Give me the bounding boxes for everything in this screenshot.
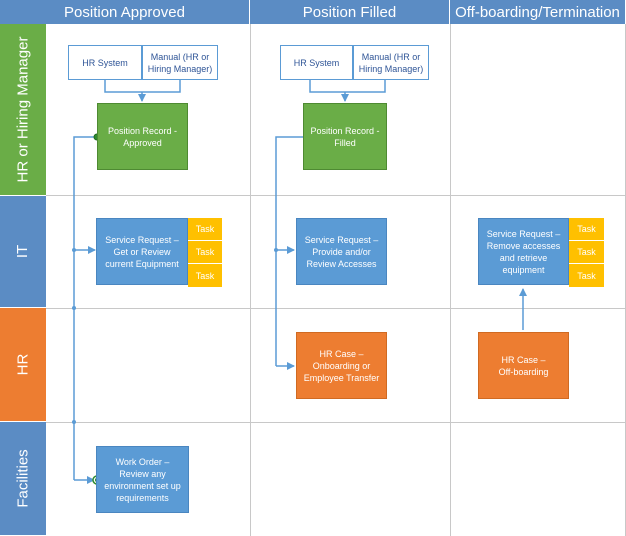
box-hr-case-offboarding: HR Case – Off-boarding — [478, 332, 569, 399]
source-hr-system: HR System — [68, 45, 142, 80]
box-position-record-filled: Position Record - Filled — [303, 103, 387, 170]
column-header-offboarding: Off-boarding/Termination — [450, 0, 626, 24]
lane-label-hr-or-hiring-manager: HR or Hiring Manager — [0, 24, 46, 196]
lane-label-hr: HR — [0, 308, 46, 422]
source-hr-system: HR System — [280, 45, 353, 80]
connector-approved-trunk — [73, 136, 97, 480]
task-badge: Task — [188, 241, 222, 264]
connector-point — [72, 420, 76, 424]
connector-point — [72, 306, 76, 310]
connector-hr-system-to-filled — [309, 80, 386, 93]
connector-filled-trunk — [275, 136, 303, 366]
lane-label-it: IT — [0, 196, 46, 308]
connector-point — [274, 248, 278, 252]
lane-divider — [46, 195, 626, 196]
lane-divider — [46, 422, 626, 423]
lane-label-facilities: Facilities — [0, 422, 46, 536]
connector-hr-system-to-approved — [104, 80, 181, 93]
lane-divider — [46, 308, 626, 309]
task-badge: Task — [188, 218, 222, 241]
connector-point — [72, 248, 76, 252]
box-service-request-access: Service Request – Provide and/or Review … — [296, 218, 387, 285]
task-group: Task Task Task — [188, 218, 222, 287]
task-group: Task Task Task — [569, 218, 604, 287]
task-badge: Task — [569, 218, 604, 241]
box-service-request-equipment: Service Request – Get or Review current … — [96, 218, 188, 285]
box-hr-case-onboarding: HR Case – Onboarding or Employee Transfe… — [296, 332, 387, 399]
source-manual: Manual (HR or Hiring Manager) — [142, 45, 218, 80]
source-manual: Manual (HR or Hiring Manager) — [353, 45, 429, 80]
column-divider — [450, 24, 451, 536]
column-header-position-filled: Position Filled — [250, 0, 450, 24]
task-badge: Task — [569, 264, 604, 287]
column-header-position-approved: Position Approved — [0, 0, 250, 24]
task-badge: Task — [188, 264, 222, 287]
box-service-request-offboard: Service Request – Remove accesses and re… — [478, 218, 569, 285]
task-badge: Task — [569, 241, 604, 264]
column-divider — [250, 24, 251, 536]
box-work-order: Work Order – Review any environment set … — [96, 446, 189, 513]
box-position-record-approved: Position Record - Approved — [97, 103, 188, 170]
